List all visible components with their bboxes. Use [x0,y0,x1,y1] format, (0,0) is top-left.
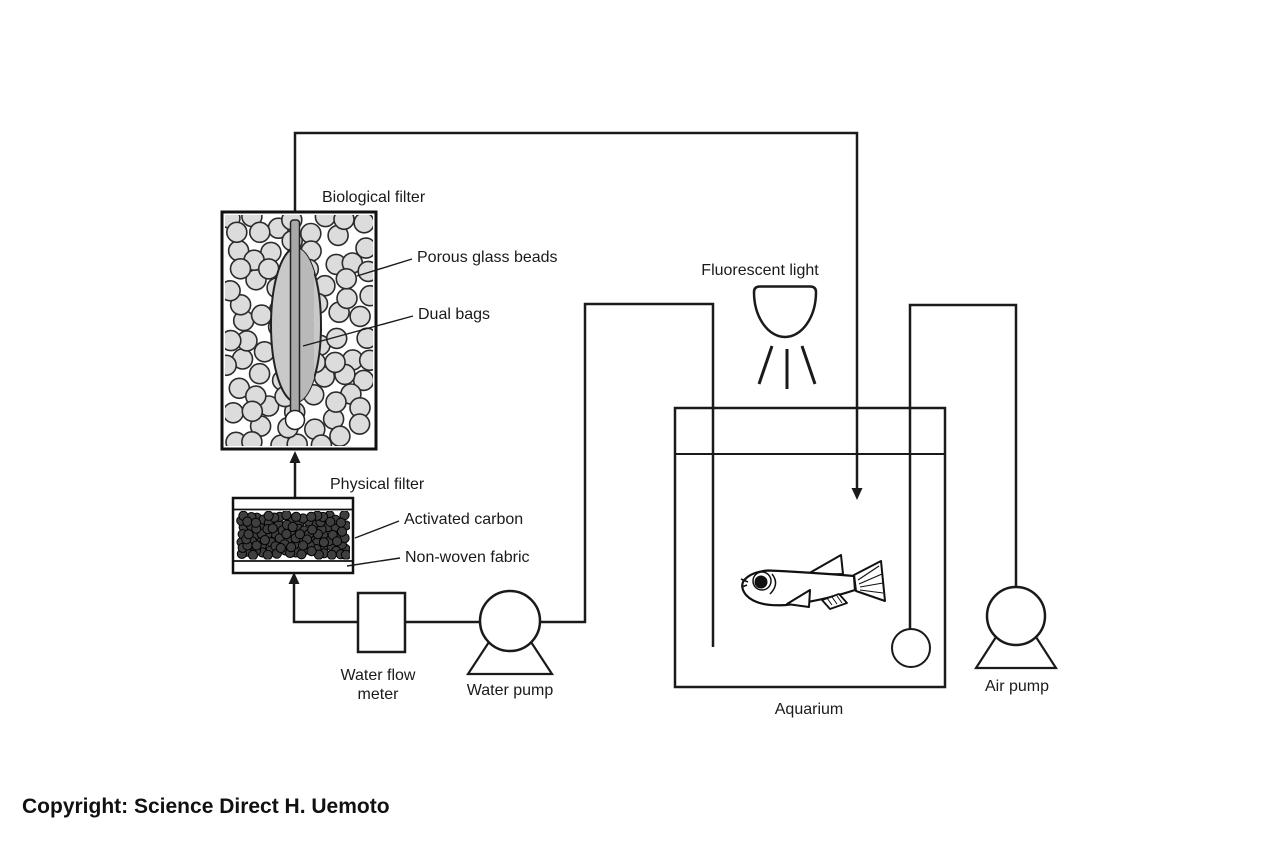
arrow-into-biological-filter [289,451,301,463]
water-pump-icon [465,589,555,676]
biological-filter [220,210,378,451]
water-flow-meter-box [356,591,407,654]
arrow-into-aquarium [851,488,863,500]
fish-pectoral-fin [786,589,811,608]
label-activated-carbon: Activated carbon [404,511,524,528]
label-water-pump: Water pump [466,682,554,699]
return-pipe [293,131,859,489]
label-dual-bags: Dual bags [418,306,491,323]
water-pipes [292,131,1018,647]
arrow-into-physical-filter [288,572,300,584]
fish-mouth [740,578,749,588]
label-biological-filter: Biological filter [322,189,426,206]
flow-arrowheads [288,451,863,584]
fish-eye [754,575,768,589]
label-air-pump: Air pump [984,678,1050,695]
activated-carbon-beads [236,511,350,560]
label-physical-filter: Physical filter [330,476,425,493]
suction-pipe [540,302,715,647]
pointer-dual-bags [302,315,414,347]
fluorescent-light-icon [752,285,818,389]
bag-rod [289,219,301,417]
fish [740,554,886,610]
label-aquarium: Aquarium [774,701,844,718]
aquarium-tank [673,406,947,689]
label-water-flow-meter: Water flow meter [340,667,416,703]
label-non-woven-fabric: Non-woven fabric [405,549,530,566]
pointer-non-woven-fabric [346,557,401,567]
fish-gill-line [769,573,777,595]
meter-filter-pipe [292,584,358,624]
pointer-activated-carbon [354,520,400,539]
air-pump-icon [973,585,1059,670]
fish-anal-fin [821,593,848,610]
air-stone [891,628,931,668]
copyright-text: Copyright: Science Direct H. Uemoto [22,795,390,818]
label-fluorescent-light: Fluorescent light [701,262,819,279]
air-pipe [908,303,1018,630]
physical-filter [231,496,355,575]
biological-filter-box [220,210,378,451]
fish-tail-fin [853,560,886,602]
label-porous-glass-beads: Porous glass beads [417,249,558,266]
label-pointer-lines [302,258,414,567]
rod-end-bead [284,409,306,431]
pointer-porous-glass-beads [356,258,413,277]
